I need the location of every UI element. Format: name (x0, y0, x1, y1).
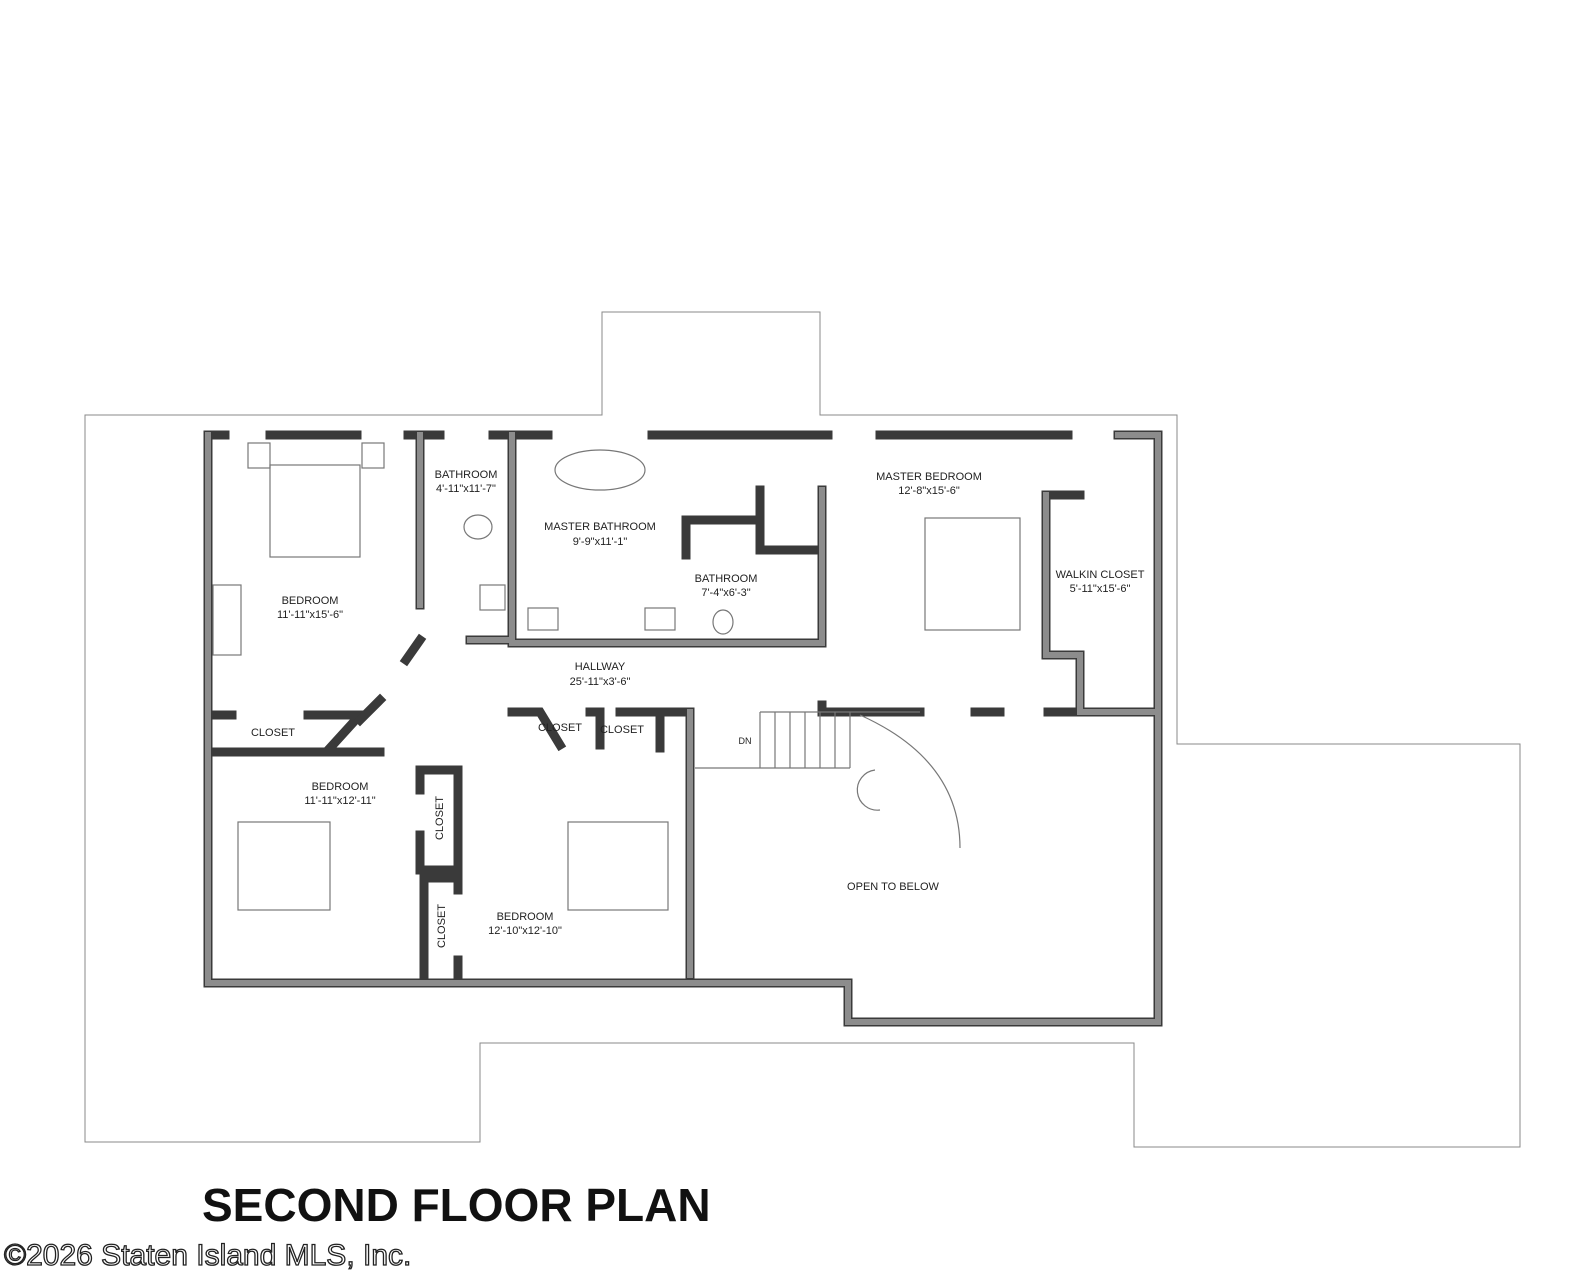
room-size: 11'-11"x12'-11" (304, 795, 375, 807)
room-size: 9'-9"x11'-1" (573, 536, 628, 548)
room-name: CLOSET (434, 796, 446, 840)
room-name: BEDROOM (312, 781, 369, 793)
room-name: MASTER BEDROOM (876, 471, 982, 483)
room-name: BEDROOM (497, 911, 554, 923)
room-labels: BEDROOM 11'-11"x15'-6" BATHROOM 4'-11"x1… (251, 469, 1145, 948)
room-name: OPEN TO BELOW (847, 881, 940, 893)
room-name: CLOSET (251, 727, 295, 739)
room-name: CLOSET (538, 722, 582, 734)
room-size: 12'-10"x12'-10" (488, 925, 562, 937)
room-name: CLOSET (436, 904, 448, 948)
room-size: 11'-11"x15'-6" (277, 609, 343, 621)
room-size: 5'-11"x15'-6" (1070, 583, 1131, 595)
room-name: BATHROOM (695, 573, 758, 585)
room-size: 7'-4"x6'-3" (701, 587, 750, 599)
site-outline (84, 311, 1521, 1148)
room-name: BATHROOM (435, 469, 498, 481)
room-name: WALKIN CLOSET (1056, 569, 1145, 581)
fixtures (212, 442, 1021, 911)
room-size: 4'-11"x11'-7" (436, 483, 496, 495)
room-name: HALLWAY (575, 661, 626, 673)
room-name: MASTER BATHROOM (544, 521, 656, 533)
walls (203, 430, 1163, 1027)
room-size: 25'-11"x3'-6" (570, 676, 631, 688)
room-name: BEDROOM (282, 595, 339, 607)
room-size: 12'-8"x15'-6" (898, 485, 960, 497)
watermark: ©2026 Staten Island MLS, Inc. (3, 1238, 412, 1272)
stair-down-label: DN (739, 736, 752, 746)
room-name: CLOSET (600, 724, 644, 736)
plan-title: SECOND FLOOR PLAN (202, 1179, 711, 1231)
